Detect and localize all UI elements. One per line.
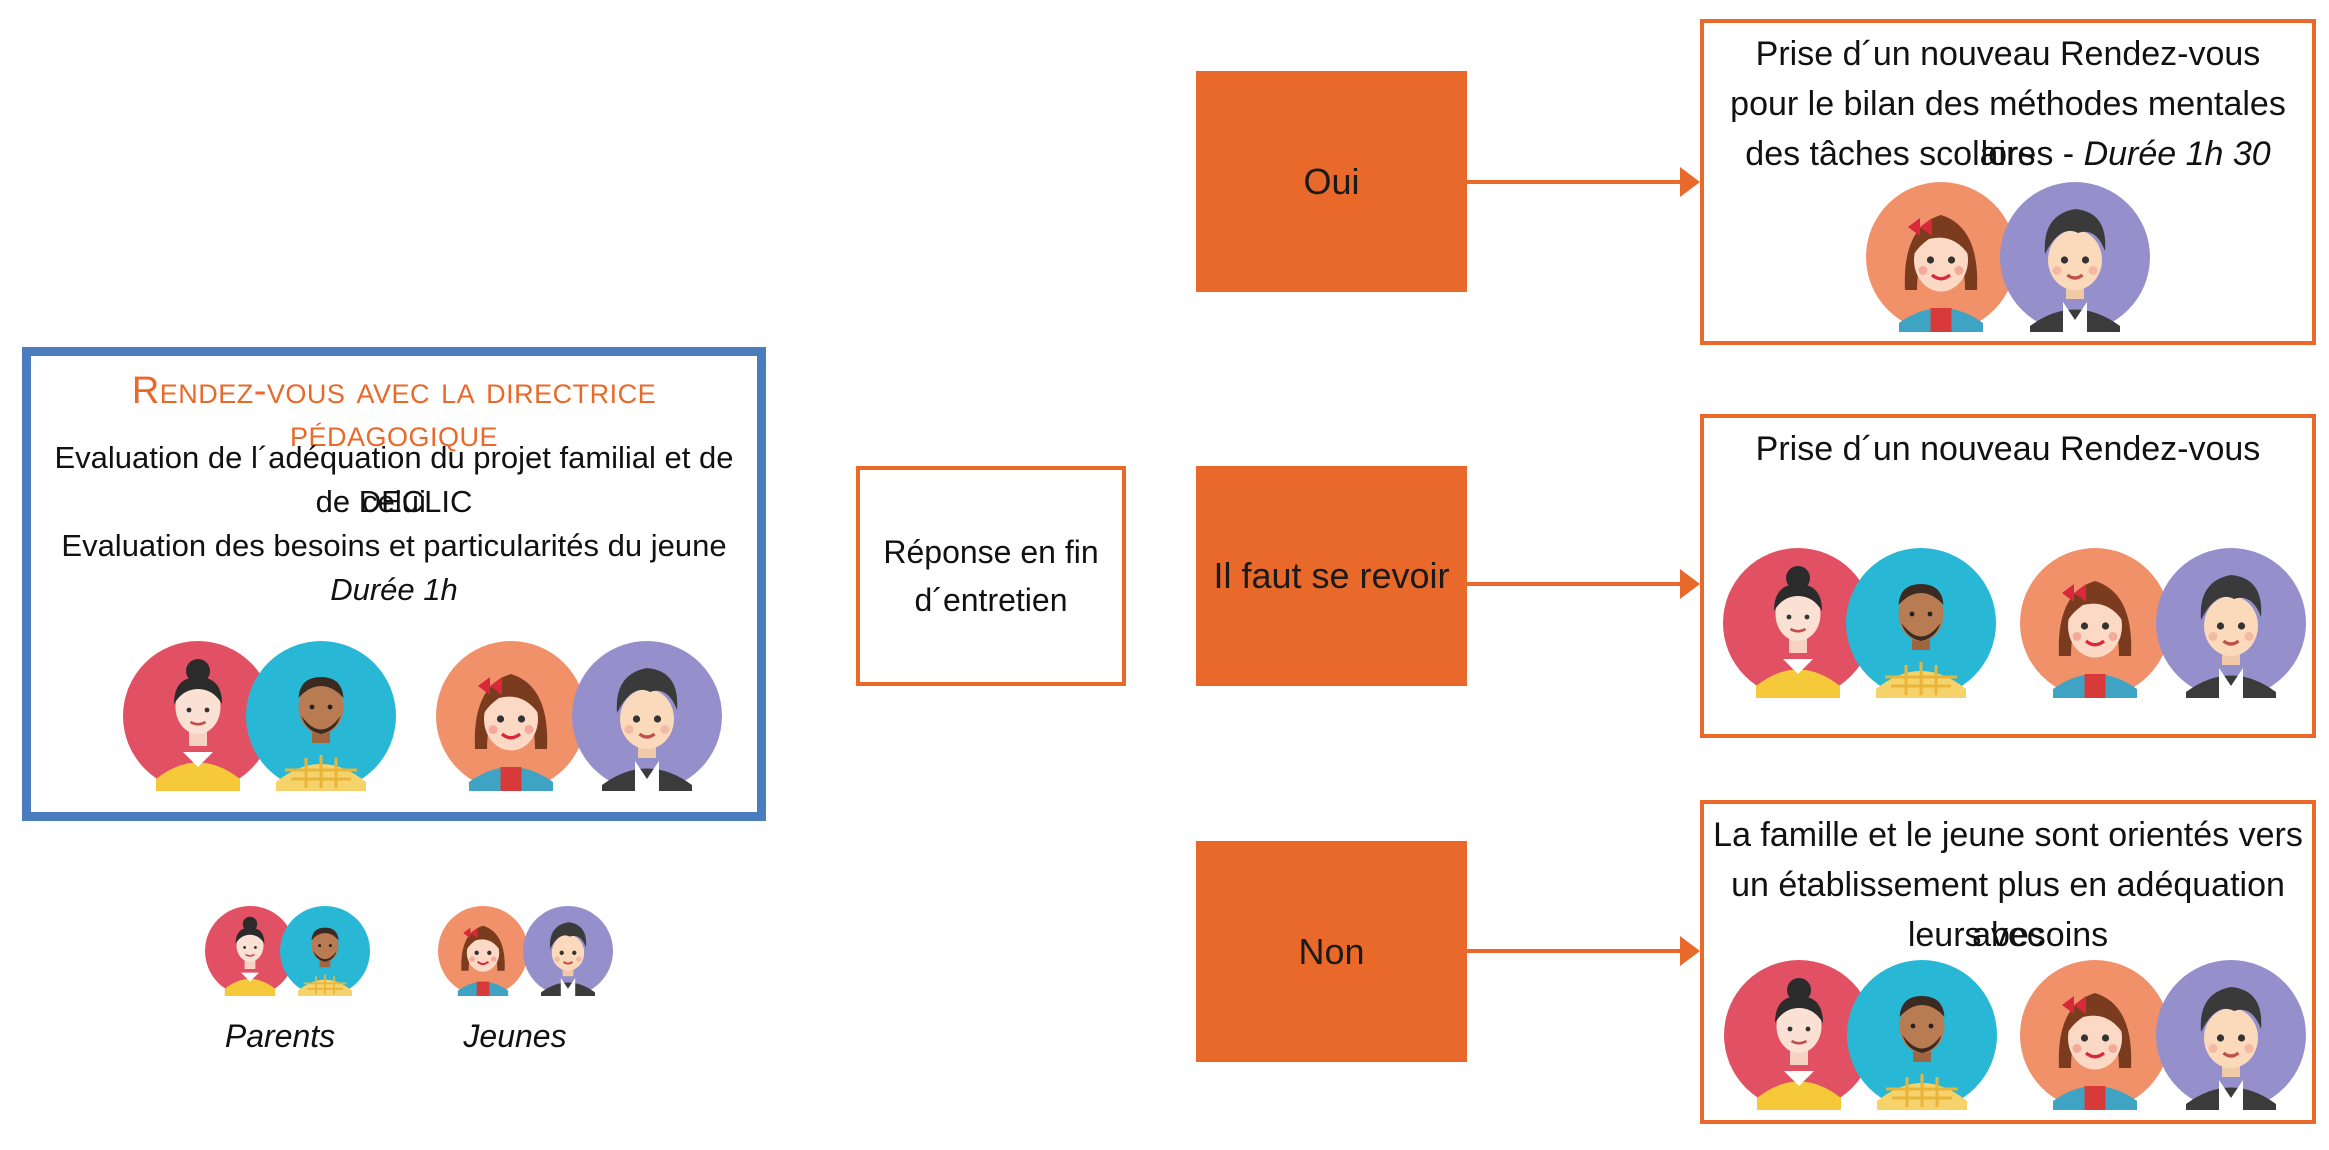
- outcome-non-line1: La famille et le jeune sont orientés ver…: [1713, 816, 2303, 854]
- first-appointment-line2: de DECLIC: [315, 484, 473, 519]
- boy-icon: [572, 641, 722, 791]
- arrow-non: [1467, 936, 1700, 966]
- outcome-revoir-girl-icon: [2020, 548, 2170, 698]
- outcome-oui-line3: des tâches scolaires - Durée 1h 30: [1704, 129, 2312, 179]
- outcome-revoir-boy-icon: [2156, 548, 2306, 698]
- choice-revoir: Il faut se revoir: [1196, 466, 1467, 686]
- choice-revoir-label: Il faut se revoir: [1213, 555, 1450, 596]
- legend-father-icon: [280, 906, 370, 996]
- first-appointment-duration: Durée 1h: [330, 572, 458, 607]
- outcome-non-line2: un établissement plus en adéquation avec: [1731, 866, 2285, 954]
- first-appointment-line3: Evaluation des besoins et particularités…: [61, 528, 727, 563]
- girl-icon: [436, 641, 586, 791]
- outcome-oui-line2: pour le bilan des méthodes mentales lors: [1730, 85, 2286, 173]
- response-box: Réponse en fin d´entretien: [856, 466, 1126, 686]
- outcome-non-father-icon: [1847, 960, 1997, 1110]
- legend-parents-label: Parents: [224, 1018, 336, 1054]
- legend-boy-icon: [523, 906, 613, 996]
- arrow-revoir: [1467, 569, 1700, 599]
- outcome-oui-line3-text: des tâches scolaires -: [1745, 135, 2084, 173]
- response-line1: Réponse en fin: [883, 534, 1099, 570]
- choice-non-label: Non: [1298, 930, 1365, 972]
- outcome-oui-duration: Durée 1h 30: [2083, 135, 2271, 173]
- legend-jeunes-label: Jeunes: [463, 1018, 567, 1054]
- outcome-revoir-father-icon: [1846, 548, 1996, 698]
- outcome-oui-line1: Prise d´un nouveau Rendez-vous: [1755, 35, 2261, 73]
- outcome-oui-boy-icon: [2000, 182, 2150, 332]
- choice-non: Non: [1196, 841, 1467, 1062]
- legend-girl-icon: [438, 906, 528, 996]
- father-icon: [246, 641, 396, 791]
- outcome-non-girl-icon: [2020, 960, 2170, 1110]
- arrow-oui: [1467, 167, 1700, 197]
- response-line2: d´entretien: [914, 582, 1068, 618]
- choice-oui-label: Oui: [1303, 160, 1360, 202]
- first-appointment-title: Rendez-vous avec la directrice pédagogiq…: [131, 370, 657, 455]
- outcome-non-line3: leurs besoins: [1907, 916, 2109, 954]
- outcome-non-boy-icon: [2156, 960, 2306, 1110]
- first-appointment-line1: Evaluation de l´adéquation du projet fam…: [54, 440, 734, 519]
- outcome-revoir-line1: Prise d´un nouveau Rendez-vous: [1755, 430, 2261, 468]
- choice-oui: Oui: [1196, 71, 1467, 292]
- outcome-oui-girl-icon: [1866, 182, 2016, 332]
